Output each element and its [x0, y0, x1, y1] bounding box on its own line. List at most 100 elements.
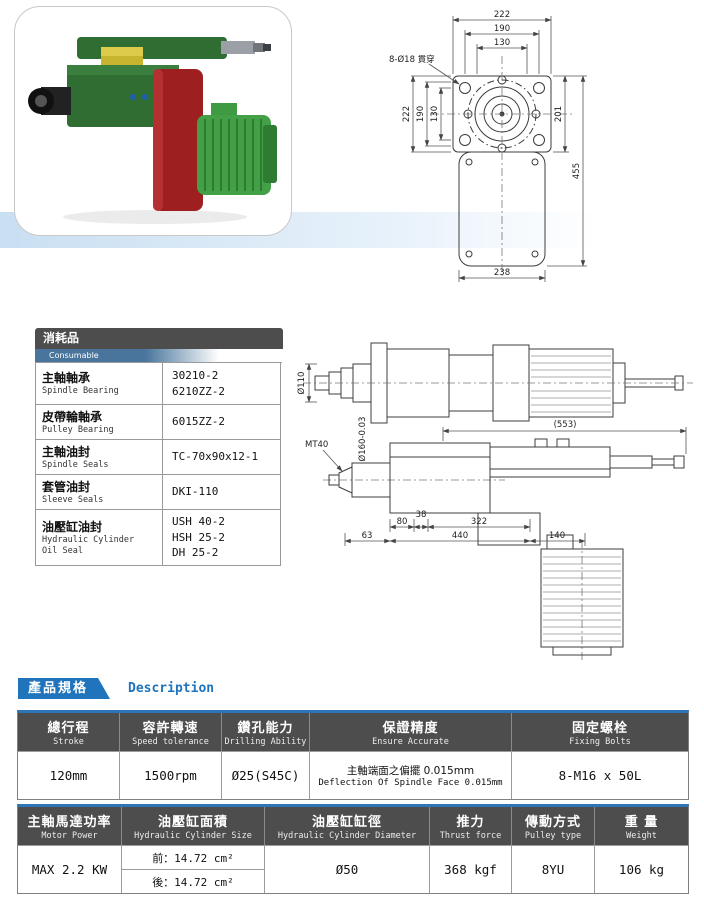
accuracy-zh: 主軸端面之偏擺 0.015mm — [346, 765, 475, 777]
dimension-label: 130 — [430, 106, 440, 122]
plan-motor-fins — [531, 355, 611, 413]
consumable-row-value: 30210-2 6210ZZ-2 — [163, 363, 281, 405]
dimension-label: 38 — [416, 510, 427, 520]
plan-dim-lines — [305, 363, 317, 403]
header-en: Motor Power — [41, 831, 98, 841]
spec-value-thrust: 368 kgf — [430, 845, 512, 893]
spec-header-thrust: 推力 Thrust force — [430, 807, 512, 845]
spec-header-drilling: 鑽孔能力 Drilling Ability — [222, 713, 310, 751]
consumable-row-value: 6015ZZ-2 — [163, 405, 281, 440]
label-zh: 主軸軸承 — [42, 371, 91, 386]
header-en: Ensure Accurate — [372, 737, 449, 747]
header-en: Speed tolerance — [132, 737, 209, 747]
spec-header-weight: 重 量 Weight — [595, 807, 688, 845]
dimension-label: 80 — [397, 517, 408, 527]
front-view-drawing: 222 190 130 8-Ø18 貫穿 222 190 130 201 455… — [389, 10, 587, 282]
elevation-motor-fins — [543, 556, 621, 642]
spec-header-accuracy: 保證精度 Ensure Accurate — [310, 713, 512, 751]
header-en: Hydraulic Cylinder Diameter — [277, 831, 417, 841]
header-en: Hydraulic Cylinder Size — [134, 831, 252, 841]
dimension-label: (553) — [554, 420, 577, 430]
dimension-label: 322 — [471, 517, 487, 527]
consumable-row-label: 主軸軸承 Spindle Bearing — [36, 363, 163, 405]
spec-value-accuracy: 主軸端面之偏擺 0.015mm Deflection Of Spindle Fa… — [310, 751, 512, 799]
dimension-label: 190 — [494, 24, 510, 34]
header-zh: 推力 — [456, 815, 485, 830]
header-zh: 鑽孔能力 — [237, 721, 294, 736]
label-en: Sleeve Seals — [42, 494, 104, 505]
spec-value-weight: 106 kg — [595, 845, 688, 893]
dimension-label: 222 — [494, 10, 510, 20]
header-zh: 油壓缸缸徑 — [311, 815, 382, 830]
header-en: Weight — [626, 831, 657, 841]
centerlines — [303, 382, 693, 660]
label-zh: 皮帶輪軸承 — [42, 409, 103, 424]
consumable-row-value: TC-70x90x12-1 — [163, 440, 281, 475]
header-zh: 重 量 — [624, 815, 659, 830]
section-title-en: Description — [128, 681, 215, 696]
motor-fins — [204, 119, 262, 191]
spec-value-stroke: 120mm — [18, 751, 120, 799]
header-en: Drilling Ability — [224, 737, 307, 747]
spec-header-bolts: 固定螺栓 Fixing Bolts — [512, 713, 688, 751]
side-view-drawing: Ø110 — [296, 342, 693, 660]
consumable-row-label: 主軸油封 Spindle Seals — [36, 440, 163, 475]
consumable-row-label: 套管油封 Sleeve Seals — [36, 475, 163, 510]
section-title-zh: 產品規格 — [18, 678, 110, 699]
spec-table-primary: 總行程 Stroke 容許轉速 Speed tolerance 鑽孔能力 Dri… — [17, 710, 689, 800]
spec-value-motor-power: MAX 2.2 KW — [18, 845, 122, 893]
header-zh: 固定螺栓 — [571, 721, 628, 736]
header-en: Pulley type — [524, 831, 582, 841]
elevation-dim-lines — [322, 427, 687, 546]
spec-header-pulley: 傳動方式 Pulley type — [512, 807, 595, 845]
taper-label: MT40 — [305, 440, 328, 450]
spec-table-secondary: 主軸馬達功率 Motor Power 油壓缸面積 Hydraulic Cylin… — [17, 804, 689, 894]
label-zh: 套管油封 — [42, 479, 91, 494]
consumable-row-label: 皮帶輪軸承 Pulley Bearing — [36, 405, 163, 440]
section-header: 產品規格 Description — [18, 678, 688, 700]
dimension-label: 63 — [362, 531, 373, 541]
consumable-row-label: 油壓缸油封 Hydraulic Cylinder Oil Seal — [36, 510, 163, 566]
spec-value-cylinder-diameter: Ø50 — [265, 845, 430, 893]
spec-value-speed: 1500rpm — [120, 751, 222, 799]
front-view-centerlines — [431, 56, 575, 276]
dimension-label: Ø110 — [296, 372, 307, 395]
header-en: Fixing Bolts — [569, 737, 631, 747]
label-en: Spindle Seals — [42, 459, 109, 470]
dimension-label: 140 — [549, 531, 565, 541]
spec-header-speed: 容許轉速 Speed tolerance — [120, 713, 222, 751]
bolt-note-label: 8-Ø18 貫穿 — [389, 54, 435, 65]
header-zh: 傳動方式 — [524, 815, 581, 830]
dimension-label: 222 — [402, 106, 412, 122]
consumable-row-value: USH 40-2 HSH 25-2 DH 25-2 — [163, 510, 281, 566]
spec-header-cylinder-size: 油壓缸面積 Hydraulic Cylinder Size — [122, 807, 265, 845]
header-zh: 容許轉速 — [142, 721, 199, 736]
consumable-subtitle: Consumable — [35, 349, 219, 362]
label-zh: 油壓缸油封 — [42, 519, 103, 534]
spec-value-drilling: Ø25(S45C) — [222, 751, 310, 799]
consumable-title: 消耗品 — [35, 328, 283, 349]
elevation-outline — [328, 438, 685, 656]
consumable-row-value: DKI-110 — [163, 475, 281, 510]
label-en: Hydraulic Cylinder Oil Seal — [42, 534, 135, 556]
label-en: Spindle Bearing — [42, 386, 119, 397]
spec-header-cylinder-diameter: 油壓缸缸徑 Hydraulic Cylinder Diameter — [265, 807, 430, 845]
dimension-label: 201 — [554, 106, 564, 122]
header-en: Stroke — [53, 737, 84, 747]
spec-header-motor: 主軸馬達功率 Motor Power — [18, 807, 122, 845]
header-zh: 主軸馬達功率 — [27, 815, 112, 830]
header-zh: 保證精度 — [382, 721, 439, 736]
consumable-table: 消耗品 Consumable 主軸軸承 Spindle Bearing 3021… — [35, 328, 283, 566]
label-en: Pulley Bearing — [42, 424, 114, 435]
header-zh: 總行程 — [47, 721, 90, 736]
header-en: Thrust force — [439, 831, 502, 841]
spec-value-cylinder-rear: 後：14.72 cm² — [122, 869, 265, 893]
dimension-label: 190 — [416, 106, 426, 122]
product-illustration — [28, 37, 277, 224]
spec-header-stroke: 總行程 Stroke — [18, 713, 120, 751]
dimension-label: 130 — [494, 38, 510, 48]
dimension-label: 238 — [494, 268, 510, 278]
spec-value-cylinder-front: 前：14.72 cm² — [122, 845, 265, 869]
label-zh: 主軸油封 — [42, 444, 91, 459]
